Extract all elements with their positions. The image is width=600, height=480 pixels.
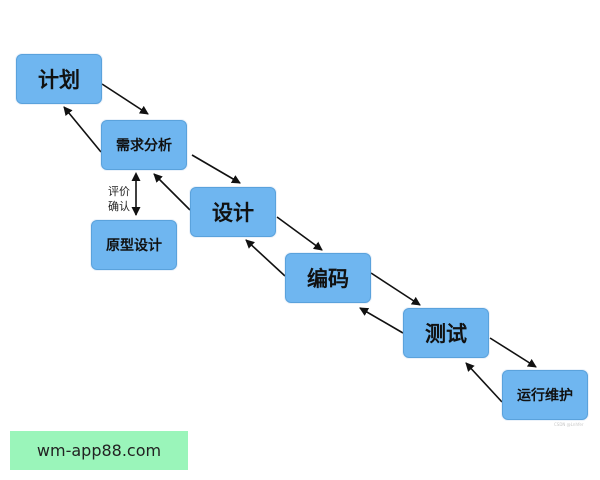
node-operations: 运行维护 <box>502 370 588 420</box>
node-prototype-label: 原型设计 <box>106 238 162 254</box>
arrow-requirements-to-design <box>191 154 241 184</box>
node-testing: 测试 <box>403 308 489 358</box>
node-requirements-label: 需求分析 <box>116 138 172 154</box>
node-coding-label: 编码 <box>307 267 349 291</box>
arrow-coding-to-testing <box>370 272 421 306</box>
node-requirements: 需求分析 <box>101 120 187 170</box>
side-note-line-1: 评价 <box>108 185 130 198</box>
arrow-testing-to-coding <box>359 307 404 334</box>
node-design: 设计 <box>190 187 276 237</box>
side-note-line-2: 确认 <box>108 200 130 213</box>
arrow-requirements-to-plan <box>63 106 102 153</box>
node-design-label: 设计 <box>212 201 254 225</box>
arrow-testing-to-operations <box>489 337 537 368</box>
node-plan-label: 计划 <box>38 68 80 92</box>
side-note-evaluate-confirm: 评价 确认 <box>104 184 134 214</box>
source-watermark: CSDN @Lnhfer <box>554 422 584 427</box>
node-testing-label: 测试 <box>425 322 467 346</box>
arrowhead-up-requirements <box>131 172 141 181</box>
watermark-banner-text: wm-app88.com <box>36 441 162 460</box>
arrow-coding-to-design <box>245 239 286 277</box>
arrow-plan-to-requirements <box>101 83 149 115</box>
arrow-operations-to-testing <box>465 362 503 403</box>
arrow-design-to-requirements <box>153 173 191 211</box>
arrow-design-to-coding <box>276 216 323 251</box>
node-operations-label: 运行维护 <box>517 388 573 404</box>
node-coding: 编码 <box>285 253 371 303</box>
watermark-banner: wm-app88.com <box>10 431 188 470</box>
node-plan: 计划 <box>16 54 102 104</box>
node-prototype: 原型设计 <box>91 220 177 270</box>
